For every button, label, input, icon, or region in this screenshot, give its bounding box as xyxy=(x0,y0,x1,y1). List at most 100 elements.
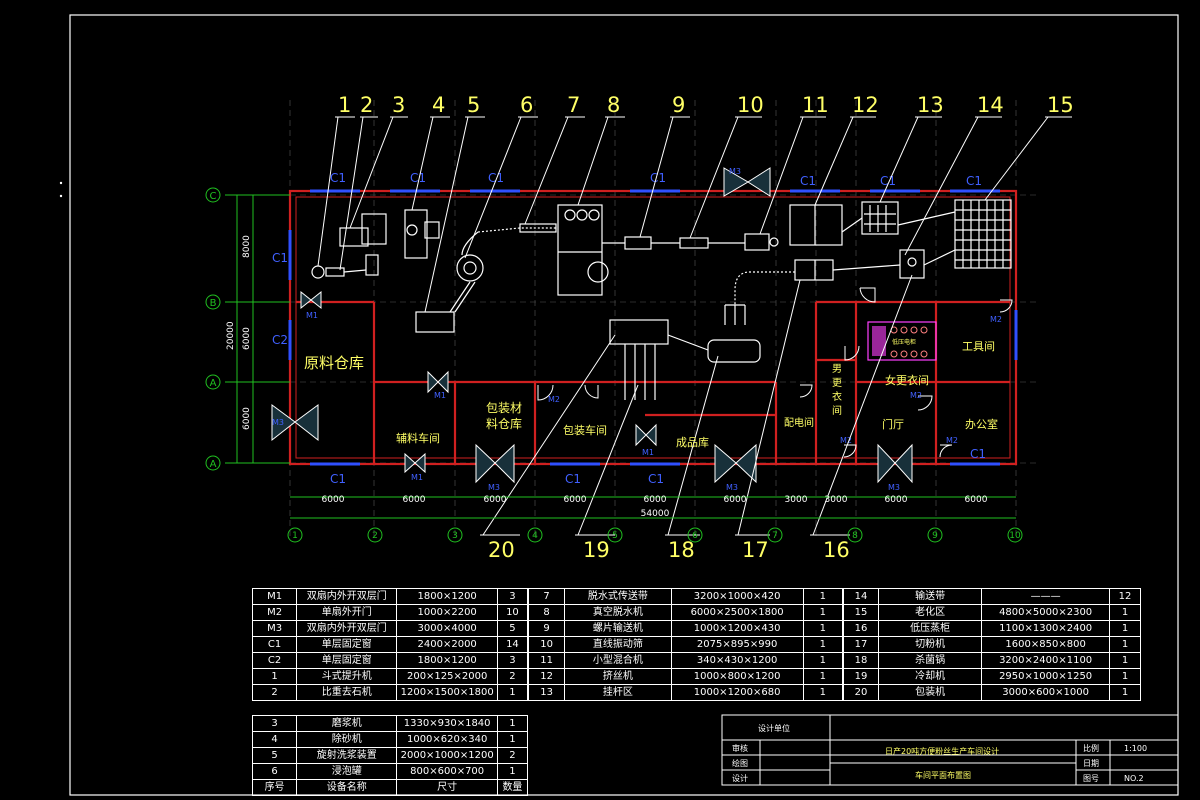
table-cell: M1 xyxy=(251,588,298,605)
window-label: C1 xyxy=(970,447,986,461)
table-cell: 1 xyxy=(802,684,844,701)
table-cell: 1 xyxy=(496,684,529,701)
building-walls xyxy=(288,189,1018,466)
callout-number: 14 xyxy=(977,93,1004,117)
axis-label: A xyxy=(210,459,217,470)
table-header-cell: 尺寸 xyxy=(396,779,498,796)
room-label: 成品库 xyxy=(676,436,709,449)
table-cell: 脱水式传送带 xyxy=(564,588,672,605)
table-cell: C2 xyxy=(251,652,298,669)
title-block-text: 设计单位 审核 绘图 设计 日产20吨方便粉丝生产车间设计 车间平面布置图 比例… xyxy=(732,723,1147,783)
door-m3-labels: M3 M3 M3 M3 M3 xyxy=(272,167,900,492)
table-cell: 5 xyxy=(251,747,298,764)
axis-label: 3 xyxy=(452,531,458,541)
table-cell: 比重去石机 xyxy=(296,684,398,701)
table-cell: 1 xyxy=(1109,604,1141,621)
table-cell: 14 xyxy=(496,636,529,653)
dimension-label: 54000 xyxy=(641,509,670,519)
bottom-dimensions: 6000 6000 6000 6000 6000 6000 3000 3000 … xyxy=(322,495,988,519)
table-cell: 真空脱水机 xyxy=(564,604,672,621)
table-cell: 2 xyxy=(496,747,529,764)
table-cell: 1 xyxy=(1109,620,1141,637)
table-cell: M3 xyxy=(251,620,298,637)
door-label: M2 xyxy=(910,391,922,400)
window-label: C1 xyxy=(565,472,581,486)
callout-number: 20 xyxy=(488,538,515,562)
table-cell: 4 xyxy=(251,731,298,748)
drawing-title: 车间平面布置图 xyxy=(915,770,971,780)
drawing-frame xyxy=(69,14,1179,796)
table-cell: 340×430×1200 xyxy=(670,652,804,669)
door-label: M1 xyxy=(434,391,446,400)
axis-label: 7 xyxy=(772,531,778,541)
table-cell: 10 xyxy=(496,604,529,621)
table-cell: 3000×600×1000 xyxy=(981,684,1111,701)
table-cell: 15 xyxy=(842,604,880,621)
date-label: 日期 xyxy=(1083,759,1099,768)
table-cell: 冷却机 xyxy=(878,668,983,685)
window-label: C1 xyxy=(330,472,346,486)
callout-leaders xyxy=(317,116,1072,536)
table-cell: 12 xyxy=(527,668,566,685)
window-label: C1 xyxy=(880,174,896,188)
control-cabinet: 低压电柜 xyxy=(867,321,937,361)
hanging-area xyxy=(861,201,899,235)
left-dimensions: 20000 8000 6000 6000 xyxy=(226,235,252,430)
room-label: 间 xyxy=(832,404,842,417)
window-labels: C1 C1 C1 C1 C1 C1 C1 C1 C2 C1 C1 C1 C1 xyxy=(272,171,986,486)
design-unit-label: 设计单位 xyxy=(758,723,790,733)
table-cell: ——— xyxy=(981,588,1111,605)
room-label: 原料仓库 xyxy=(304,354,364,372)
table-cell: M2 xyxy=(251,604,298,621)
callout-number: 5 xyxy=(467,93,480,117)
table-cell: 14 xyxy=(842,588,880,605)
window-label: C1 xyxy=(410,171,426,185)
table-cell: 16 xyxy=(842,620,880,637)
dimension-label: 6000 xyxy=(644,495,667,505)
column-axis-labels: 1 2 3 4 5 6 7 8 9 10 xyxy=(292,531,1021,541)
door-label: M3 xyxy=(729,167,741,176)
table-cell: 单层固定窗 xyxy=(296,636,398,653)
dimension-label: 6000 xyxy=(965,495,988,505)
design-label: 设计 xyxy=(732,773,748,783)
table-cell: 老化区 xyxy=(878,604,983,621)
room-label: 工具间 xyxy=(962,340,995,353)
callout-number: 2 xyxy=(360,93,373,117)
review-label: 审核 xyxy=(732,743,748,753)
table-cell: 输送带 xyxy=(878,588,983,605)
axis-label: B xyxy=(210,298,217,309)
column-axis-markers xyxy=(287,496,1023,543)
dimension-label: 6000 xyxy=(564,495,587,505)
axis-label: 2 xyxy=(372,531,378,541)
table-cell: 1000×1200×430 xyxy=(670,620,804,637)
table-cell: 10 xyxy=(527,636,566,653)
table-cell: 800×600×700 xyxy=(396,763,498,780)
table-cell: 3200×2400×1100 xyxy=(981,652,1111,669)
table-cell: 单扇外开门 xyxy=(296,604,398,621)
room-label: 更 xyxy=(832,377,842,389)
table-cell: 1 xyxy=(251,668,298,685)
table-cell: 双扇内外开双层门 xyxy=(296,588,398,605)
dimension-label: 6000 xyxy=(885,495,908,505)
window-label: C2 xyxy=(272,333,288,347)
sheet-label: 图号 xyxy=(1083,774,1099,783)
window-label: C1 xyxy=(488,171,504,185)
sterilizer xyxy=(707,339,761,363)
table-cell: 1 xyxy=(802,636,844,653)
axis-label: 9 xyxy=(932,531,938,541)
dimension-label: 6000 xyxy=(484,495,507,505)
table-cell: 2400×2000 xyxy=(396,636,498,653)
table-cell: 1000×800×1200 xyxy=(670,668,804,685)
axis-label: 4 xyxy=(532,531,538,541)
table-cell: 双扇内外开双层门 xyxy=(296,620,398,637)
